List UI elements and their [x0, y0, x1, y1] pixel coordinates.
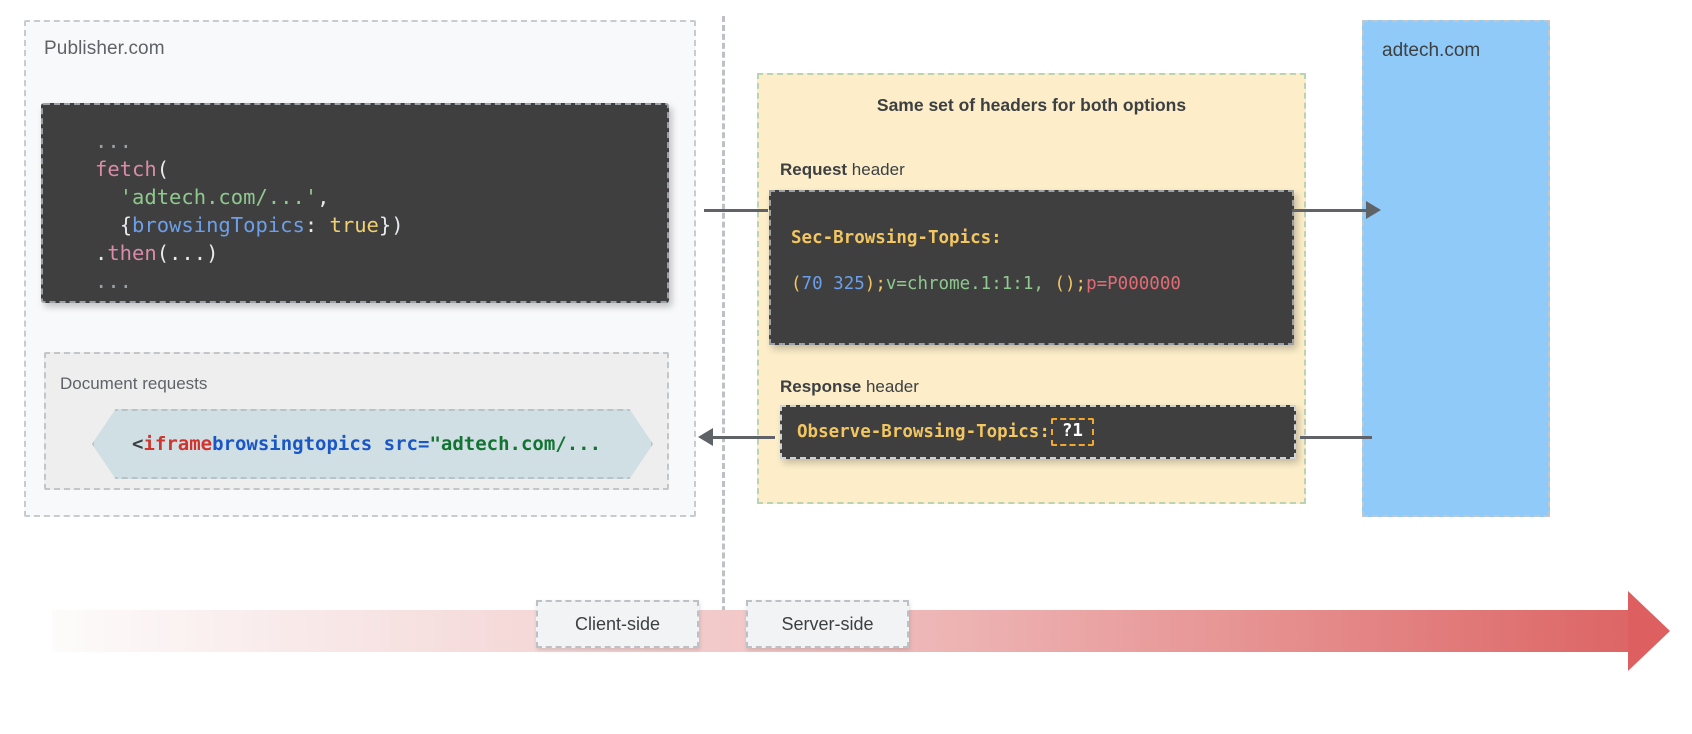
response-header-caption-bold: Response	[780, 377, 862, 396]
request-header-caption-rest: header	[847, 160, 905, 179]
request-value-empty-parens: ()	[1054, 274, 1076, 294]
request-value-paren-close: )	[864, 274, 876, 294]
response-header-box: Observe-Browsing-Topics: ?1	[780, 405, 1296, 459]
response-header-value: ?1	[1050, 418, 1094, 446]
server-side-chip: Server-side	[746, 600, 909, 648]
iframe-snippet-banner: <iframe browsingtopics src="adtech.com/.…	[92, 409, 653, 479]
request-value-topic-ids: 70 325	[801, 274, 865, 294]
code-option-value: true	[329, 213, 379, 237]
response-arrow-right-segment	[1300, 436, 1372, 439]
request-value-paren-open: (	[791, 274, 802, 294]
response-header-caption-rest: header	[861, 377, 919, 396]
iframe-attributes: browsingtopics src=	[212, 433, 430, 455]
request-value-priority: p=P000000	[1086, 274, 1181, 294]
request-header-name: Sec-Browsing-Topics:	[791, 228, 1002, 248]
request-header-box: Sec-Browsing-Topics: (70 325);v=chrome.1…	[769, 190, 1294, 345]
request-arrow-right-segment	[1292, 209, 1370, 212]
adtech-container	[1362, 20, 1550, 517]
code-then-dot: .	[95, 241, 108, 265]
code-then-args: (...)	[156, 241, 219, 265]
request-header-caption-bold: Request	[780, 160, 848, 179]
document-requests-label: Document requests	[60, 374, 208, 393]
response-header-name: Observe-Browsing-Topics:	[797, 422, 1050, 442]
headers-panel-title: Same set of headers for both options	[876, 95, 1187, 115]
code-ellipsis-top: ...	[95, 129, 133, 153]
code-colon: :	[304, 213, 330, 237]
request-arrow-left-segment	[704, 209, 768, 212]
code-option-key: browsingTopics	[132, 213, 305, 237]
code-comma: ,	[317, 185, 330, 209]
code-fetch-keyword: fetch	[95, 157, 157, 181]
publisher-label: Publisher.com	[44, 38, 165, 59]
response-arrow-head	[698, 428, 713, 446]
client-server-divider	[722, 16, 725, 630]
code-then-keyword: then	[107, 241, 157, 265]
response-header-caption: Response header	[780, 377, 919, 397]
request-value-semicolon-1: ;	[875, 274, 886, 294]
timeline-arrow-head	[1628, 591, 1670, 671]
code-brace-close: }	[378, 213, 392, 237]
iframe-angle-bracket: <	[132, 433, 144, 455]
code-brace-open: {	[119, 213, 133, 237]
code-paren-open: (	[156, 157, 170, 181]
document-requests-container: Document requests <iframe browsingtopics…	[44, 352, 669, 490]
code-paren-close: )	[391, 213, 404, 237]
iframe-src-value: "adtech.com/...	[429, 433, 602, 455]
iframe-tag-name: iframe	[143, 433, 213, 455]
response-arrow-left-segment	[713, 436, 775, 439]
request-header-value: (70 325);v=chrome.1:1:1, ();p=P000000	[791, 274, 1292, 294]
fetch-code-block: ... fetch( 'adtech.com/...', {browsingTo…	[41, 103, 669, 303]
request-header-caption: Request header	[780, 160, 905, 180]
request-value-version: v=chrome.1:1:1,	[885, 274, 1055, 294]
code-ellipsis-bottom: ...	[95, 269, 133, 293]
code-url-string: 'adtech.com/...'	[119, 185, 318, 209]
request-value-semicolon-2: ;	[1075, 274, 1087, 294]
headers-panel: Same set of headers for both options Req…	[757, 73, 1306, 504]
client-side-chip: Client-side	[536, 600, 699, 648]
request-arrow-head	[1366, 201, 1381, 219]
adtech-label: adtech.com	[1382, 40, 1481, 61]
